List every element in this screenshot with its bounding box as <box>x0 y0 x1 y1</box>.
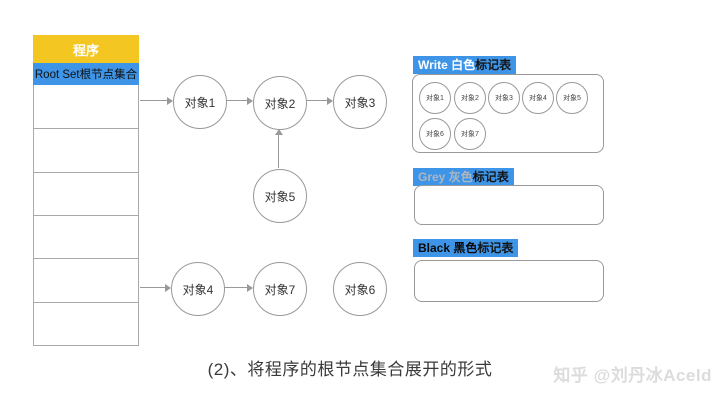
grey-table-label: Grey 灰色标记表 <box>413 168 514 186</box>
arrowhead-icon <box>247 96 253 105</box>
white-item-obj6: 对象6 <box>419 118 451 150</box>
grey-table-label-suffix: 标记表 <box>472 170 509 184</box>
node-obj5: 对象5 <box>253 169 307 223</box>
grey-table-label-main: Grey 灰色 <box>418 170 473 184</box>
node-obj1: 对象1 <box>173 75 227 129</box>
arrowhead-icon <box>274 129 283 135</box>
root-set-slot <box>34 128 138 171</box>
edge-obj2-to-obj3 <box>306 96 333 105</box>
node-obj6: 对象6 <box>333 262 387 316</box>
black-table-label-main: Black 黑色 <box>418 241 478 255</box>
white-table-label: Write 白色标记表 <box>413 56 517 74</box>
program-header: 程序 <box>33 35 139 63</box>
edge-rootset-to-obj1 <box>140 96 173 105</box>
white-item-obj5: 对象5 <box>556 82 588 114</box>
white-item-obj4: 对象4 <box>522 82 554 114</box>
white-item-obj2: 对象2 <box>454 82 486 114</box>
root-set-table: 程序 Root Set根节点集合 <box>33 35 139 346</box>
node-obj7: 对象7 <box>253 262 307 316</box>
black-table-label: Black 黑色标记表 <box>413 239 519 257</box>
node-obj2: 对象2 <box>253 76 307 130</box>
edge-obj1-to-obj2 <box>226 96 253 105</box>
edge-obj4-to-obj7 <box>224 283 253 292</box>
edge-obj5-to-obj2 <box>274 129 283 168</box>
root-set-slots <box>33 85 139 346</box>
arrowhead-icon <box>167 96 173 105</box>
white-item-obj7: 对象7 <box>454 118 486 150</box>
root-set-slot <box>34 214 138 258</box>
white-item-obj1: 对象1 <box>419 82 451 114</box>
white-item-obj3: 对象3 <box>488 82 520 114</box>
black-table-label-suffix: 标记表 <box>477 241 514 255</box>
white-table-label-suffix: 标记表 <box>475 58 512 72</box>
arrowhead-icon <box>327 96 333 105</box>
node-obj4: 对象4 <box>171 262 225 316</box>
root-set-cell: Root Set根节点集合 <box>33 63 139 85</box>
watermark: 知乎 @刘丹冰Aceld <box>553 366 712 385</box>
grey-table-panel <box>414 185 604 225</box>
white-table-panel: 对象1 对象2 对象3 对象4 对象5 对象6 对象7 <box>412 74 604 153</box>
node-obj3: 对象3 <box>333 75 387 129</box>
caption: (2)、将程序的根节点集合展开的形式 <box>207 360 493 379</box>
white-table-label-main: Write 白色 <box>418 58 476 72</box>
arrowhead-icon <box>165 283 171 292</box>
root-set-slot <box>34 171 138 215</box>
black-table-panel <box>414 260 604 302</box>
edge-rootset-to-obj4 <box>140 283 171 292</box>
root-set-slot <box>34 258 138 301</box>
root-set-slot <box>34 85 138 128</box>
root-set-slot <box>34 301 138 345</box>
arrowhead-icon <box>247 283 253 292</box>
